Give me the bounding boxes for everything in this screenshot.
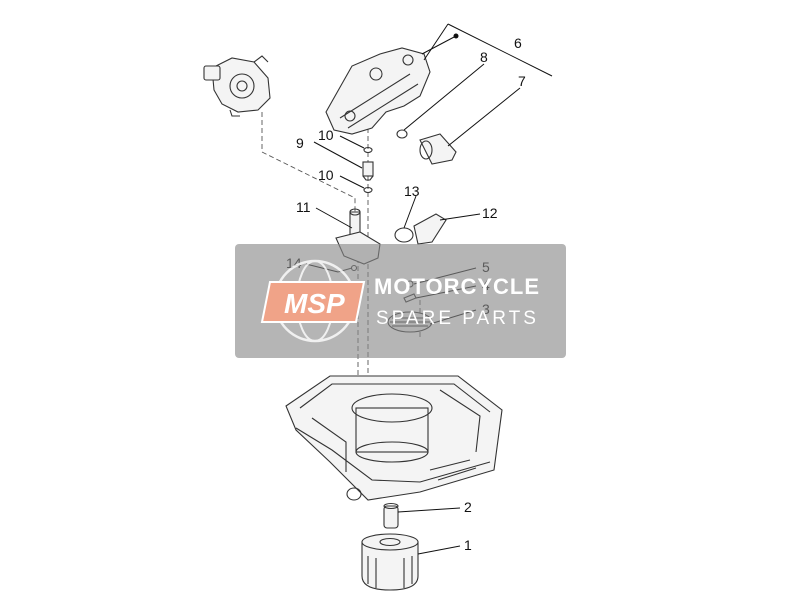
callout-7: 7 (518, 73, 526, 89)
o-ring-bottom-part (363, 186, 373, 194)
drain-plug-part (383, 502, 399, 529)
callout-9: 9 (296, 135, 304, 151)
watermark-line-1: MOTORCYCLE (374, 274, 540, 299)
msp-logo: MSP (260, 281, 366, 323)
seal-ring-part (394, 227, 414, 243)
callout-2: 2 (464, 499, 472, 515)
filter-nozzle-part (413, 213, 447, 245)
relief-valve-part (419, 133, 457, 165)
callout-8: 8 (480, 49, 488, 65)
fitting-part (362, 161, 374, 181)
callout-1: 1 (464, 537, 472, 553)
oil-pump-part (203, 55, 271, 117)
callout-6: 6 (514, 35, 522, 51)
callout-13: 13 (404, 183, 420, 199)
msp-logo-text: MSP (284, 288, 345, 319)
group-bracket (421, 23, 553, 77)
oil-filter-part (361, 533, 419, 591)
pump-housing-part (325, 47, 431, 135)
callout-12: 12 (482, 205, 498, 221)
watermark-panel (235, 244, 566, 358)
oil-sump-part (285, 375, 503, 501)
o-ring-part (396, 129, 408, 139)
callout-10-top: 10 (318, 127, 334, 143)
callout-11: 11 (296, 199, 311, 215)
o-ring-top-part (363, 146, 373, 154)
callout-10-bottom: 10 (318, 167, 334, 183)
watermark: MSP MOTORCYCLE SPARE PARTS (235, 244, 566, 358)
watermark-line-2: SPARE PARTS (376, 308, 539, 329)
